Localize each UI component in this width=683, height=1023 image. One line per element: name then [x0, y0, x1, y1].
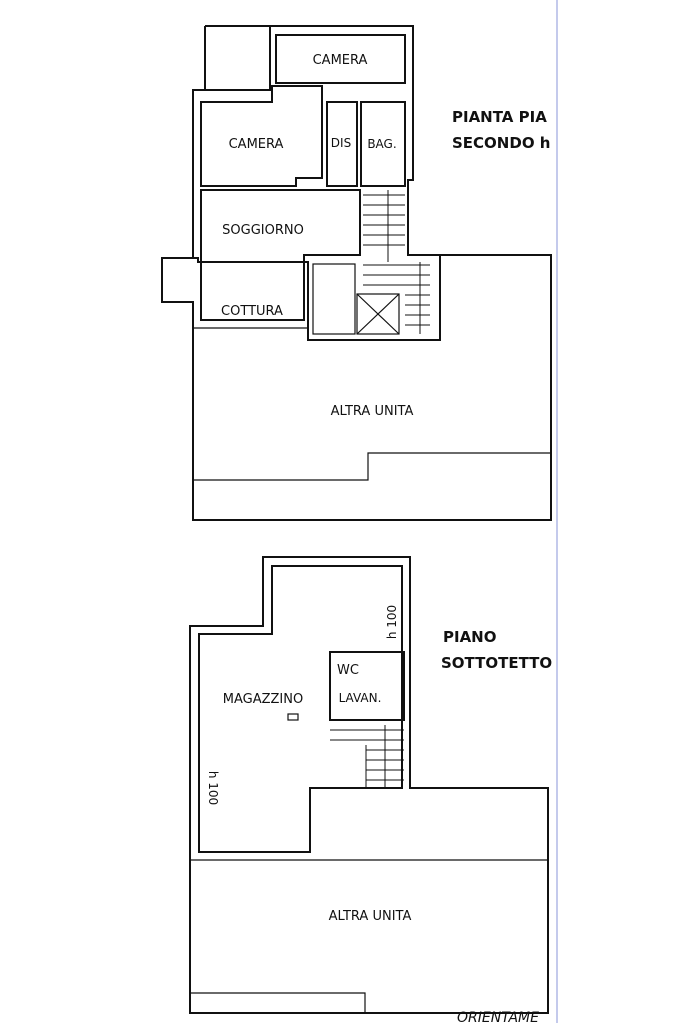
height-label-left: h 100 — [206, 771, 220, 805]
room-label-soggiorno: SOGGIORNO — [222, 223, 304, 238]
upper-outer-wall — [161, 25, 552, 521]
upper-floor-plan: CAMERA CAMERA DIS BAG. SOGGIORNO COTTURA… — [161, 25, 552, 521]
room-camera-left-outline — [200, 85, 323, 187]
lower-stair-treads — [330, 725, 404, 788]
room-soggiorno-outline — [200, 189, 361, 321]
room-label-wc: WC — [337, 663, 359, 678]
stair-landing — [312, 263, 356, 335]
room-bagno-outline — [360, 101, 406, 187]
lift-shaft — [356, 293, 400, 335]
room-label-bagno: BAG. — [367, 137, 396, 151]
room-label-altra-unita-lower: ALTRA UNITA — [329, 909, 412, 924]
room-camera-top-outline — [275, 34, 406, 84]
room-label-cottura: COTTURA — [221, 304, 283, 319]
upper-unit-step-line — [193, 452, 551, 481]
lower-outer-wall — [189, 556, 549, 1014]
room-wc-outline — [329, 651, 405, 721]
lift-cross-b — [356, 293, 400, 335]
upper-stair-treads — [363, 190, 430, 334]
orientation-label: ORIENTAME — [457, 1010, 539, 1023]
room-label-altra-unita-upper: ALTRA UNITA — [331, 404, 414, 419]
upper-left-wall — [192, 26, 206, 258]
lower-plan-title-line2: SOTTOTETTO — [441, 654, 552, 672]
room-dis-outline — [326, 101, 358, 187]
upper-corner-block — [205, 25, 271, 91]
lower-inner-wall — [198, 565, 403, 853]
upper-plan-title-line2: SECONDO h — [452, 134, 550, 152]
room-label-magazzino: MAGAZZINO — [223, 692, 303, 707]
lower-plan-title-line1: PIANO — [443, 628, 497, 646]
lower-floor-plan: WC LAVAN. MAGAZZINO ALTRA UNITA h 100 h … — [189, 556, 552, 1014]
room-label-lavan: LAVAN. — [339, 691, 382, 705]
height-label-right: h 100 — [385, 605, 399, 639]
magazzino-vent — [287, 713, 299, 721]
room-label-dis: DIS — [331, 136, 351, 150]
lower-unit-step-line — [190, 992, 366, 1013]
room-label-camera-left: CAMERA — [229, 137, 284, 152]
room-label-camera-top: CAMERA — [313, 53, 368, 68]
upper-plan-title-line1: PIANTA PIA — [452, 108, 547, 126]
